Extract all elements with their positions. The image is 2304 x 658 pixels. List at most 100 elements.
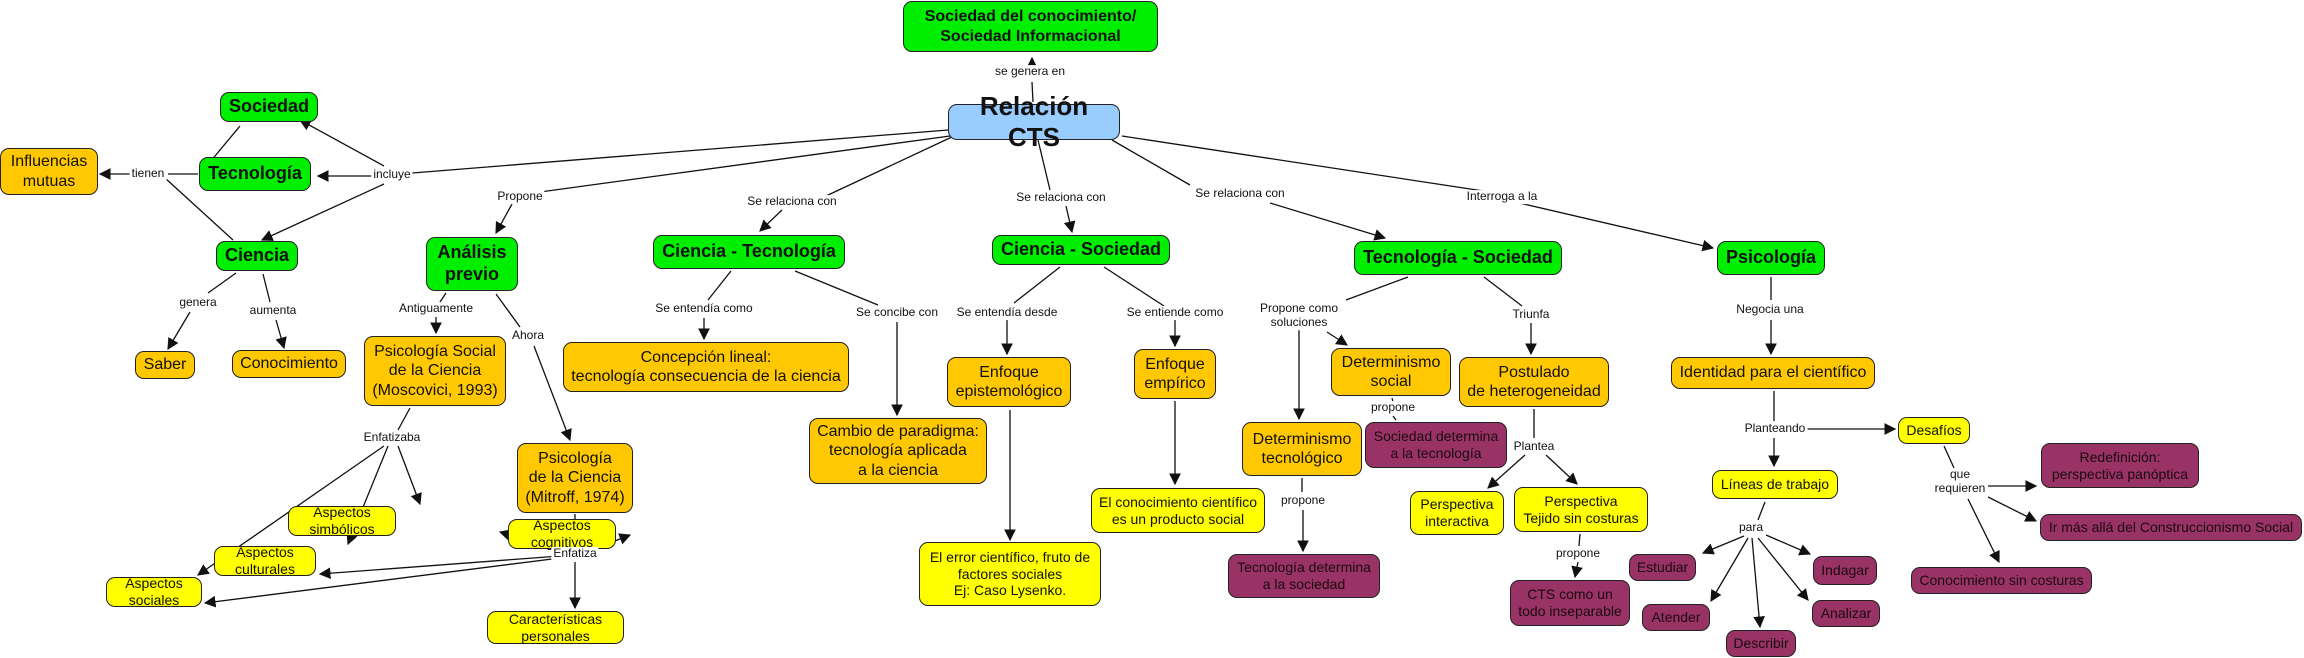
link-label-se-concibe-con: Se concibe con [853,305,941,320]
node-describir[interactable]: Describir [1726,630,1796,657]
connector-line [1037,139,1051,191]
connector-line [1392,415,1397,421]
node-enfoque-epistemologico[interactable]: Enfoque epistemológico [947,357,1071,407]
node-atender[interactable]: Atender [1642,604,1710,631]
node-concepcion-lineal[interactable]: Concepción lineal: tecnología consecuenc… [563,342,849,392]
connector-arrow [298,119,385,167]
connector-arrow [203,557,561,608]
node-estudiar[interactable]: Estudiar [1629,554,1696,581]
link-label-se-entiende-como: Se entiende como [1124,305,1226,320]
node-perspectiva-tejido[interactable]: Perspectiva Tejido sin costuras [1514,487,1648,532]
connector-line [1943,445,1955,469]
node-determinismo-social[interactable]: Determinismo social [1331,348,1451,396]
connector-line [1757,501,1766,521]
node-saber[interactable]: Saber [135,351,195,379]
link-label-propone-det-social: propone [1368,400,1418,415]
node-sociedad-determina[interactable]: Sociedad determina a la tecnología [1365,422,1507,468]
connector-line [207,272,237,294]
node-sociedad[interactable]: Sociedad [220,92,318,122]
connector-line [1013,266,1061,304]
link-label-negocia-una: Negocia una [1734,302,1806,317]
node-conocimiento[interactable]: Conocimiento [232,350,346,378]
node-enfoque-empirico[interactable]: Enfoque empírico [1134,349,1216,399]
connector-arrow [1326,331,1348,346]
connector-line [397,407,411,431]
link-label-propone-tejido: propone [1553,546,1603,561]
link-label-antiguamente: Antiguamente [396,301,476,316]
link-label-genera: genera [177,295,219,310]
connector-arrow [275,319,287,350]
link-label-planteando: Planteando [1742,421,1808,436]
node-aspectos-simbolicos[interactable]: Aspectos simbólicos [288,504,396,537]
node-psicologia[interactable]: Psicología [1717,241,1825,275]
node-cts-inseparable[interactable]: CTS como un todo inseparable [1510,580,1630,626]
connector-line [825,135,955,197]
node-psicologia-social[interactable]: Psicología Social de la Ciencia (Moscovi… [364,336,506,406]
connector-arrow [1269,202,1387,241]
node-tecnologia-sociedad[interactable]: Tecnología - Sociedad [1354,241,1562,275]
node-relacion-cts[interactable]: Relación CTS [948,91,1120,152]
connector-line [1483,276,1523,307]
node-conocimiento-social[interactable]: El conocimiento científico es un product… [1091,488,1265,533]
connector-arrow [1967,498,2000,564]
connector-line [1103,266,1165,307]
node-psicologia-ciencia[interactable]: Psicología de la Ciencia (Mitroff, 1974) [517,443,633,513]
node-cambio-paradigma[interactable]: Cambio de paradigma: tecnología aplicada… [809,418,987,484]
node-redefinicion[interactable]: Redefinición: perspectiva panóptica [2041,443,2199,488]
connector-arrow [1571,561,1583,579]
node-postulado-heterogeneidad[interactable]: Postulado de heterogeneidad [1459,357,1609,407]
connector-arrow [397,445,422,506]
node-caracteristicas-personales[interactable]: Características personales [487,611,624,644]
node-ir-mas-alla[interactable]: Ir más allá del Construccionismo Social [2040,514,2302,541]
link-label-se-entendia-desde: Se entendía desde [954,305,1060,320]
node-determinismo-tecnologico[interactable]: Determinismo tecnológico [1242,422,1362,476]
link-label-propone-como-soluciones: Propone como soluciones [1257,301,1341,330]
connector-line [1111,139,1191,186]
connector-arrow [318,555,561,580]
connector-line [1121,135,1491,193]
node-aspectos-sociales[interactable]: Aspectos sociales [106,575,202,608]
link-label-para: para [1736,520,1766,535]
node-aspectos-cognitivos[interactable]: Aspectos cognitivos [508,517,616,550]
node-aspectos-culturales[interactable]: Aspectos culturales [214,544,316,577]
link-label-propone-det-tecnologico: propone [1278,493,1328,508]
node-identidad-cientifico[interactable]: Identidad para el científico [1671,357,1875,389]
node-lineas-trabajo[interactable]: Líneas de trabajo [1712,470,1838,499]
link-label-que-requieren: que requieren [1932,467,1988,496]
link-label-se-relaciona-cs: Se relaciona con [1014,190,1108,205]
connector-line [1345,276,1409,301]
node-ciencia-tecnologia[interactable]: Ciencia - Tecnología [653,235,845,269]
connector-line [164,177,234,241]
node-analisis-previo[interactable]: Análisis previo [426,237,518,291]
connector-arrow [1063,205,1076,234]
link-label-triunfa: Triunfa [1510,307,1552,322]
node-perspectiva-interactiva[interactable]: Perspectiva interactiva [1410,491,1504,535]
node-analizar[interactable]: Analizar [1812,600,1880,627]
node-ciencia-sociedad[interactable]: Ciencia - Sociedad [992,235,1170,265]
node-indagar[interactable]: Indagar [1813,556,1877,585]
connector-line [794,270,879,306]
node-tecnologia-determina[interactable]: Tecnología determina a la sociedad [1228,554,1380,598]
link-label-incluye: incluye [371,167,413,182]
link-label-se-relaciona-ct: Se relaciona con [745,194,839,209]
connector-line [1578,533,1581,547]
connector-arrow [1487,454,1526,489]
connector-arrow [1545,454,1578,485]
connector-line [439,292,447,303]
node-tecnologia[interactable]: Tecnología [199,157,311,191]
connector-arrow [167,311,191,351]
link-label-se-genera-en: se genera en [992,64,1068,79]
connector-arrow [1701,535,1745,555]
node-influencias-mutuas[interactable]: Influencias mutuas [0,148,98,195]
link-label-tienen: tienen [129,166,167,181]
link-label-plantea: Plantea [1511,439,1557,454]
node-conocimiento-sin-costuras[interactable]: Conocimiento sin costuras [1911,567,2092,594]
node-desafios[interactable]: Desafíos [1898,417,1970,444]
connector-line [495,293,521,328]
connector-line [707,270,732,301]
node-ciencia[interactable]: Ciencia [216,241,298,271]
node-error-cientifico[interactable]: El error científico, fruto de factores s… [919,542,1101,606]
connector-line [399,129,949,175]
connector-arrow [533,345,572,442]
node-sociedad-conocimiento[interactable]: Sociedad del conocimiento/ Sociedad Info… [903,1,1158,52]
